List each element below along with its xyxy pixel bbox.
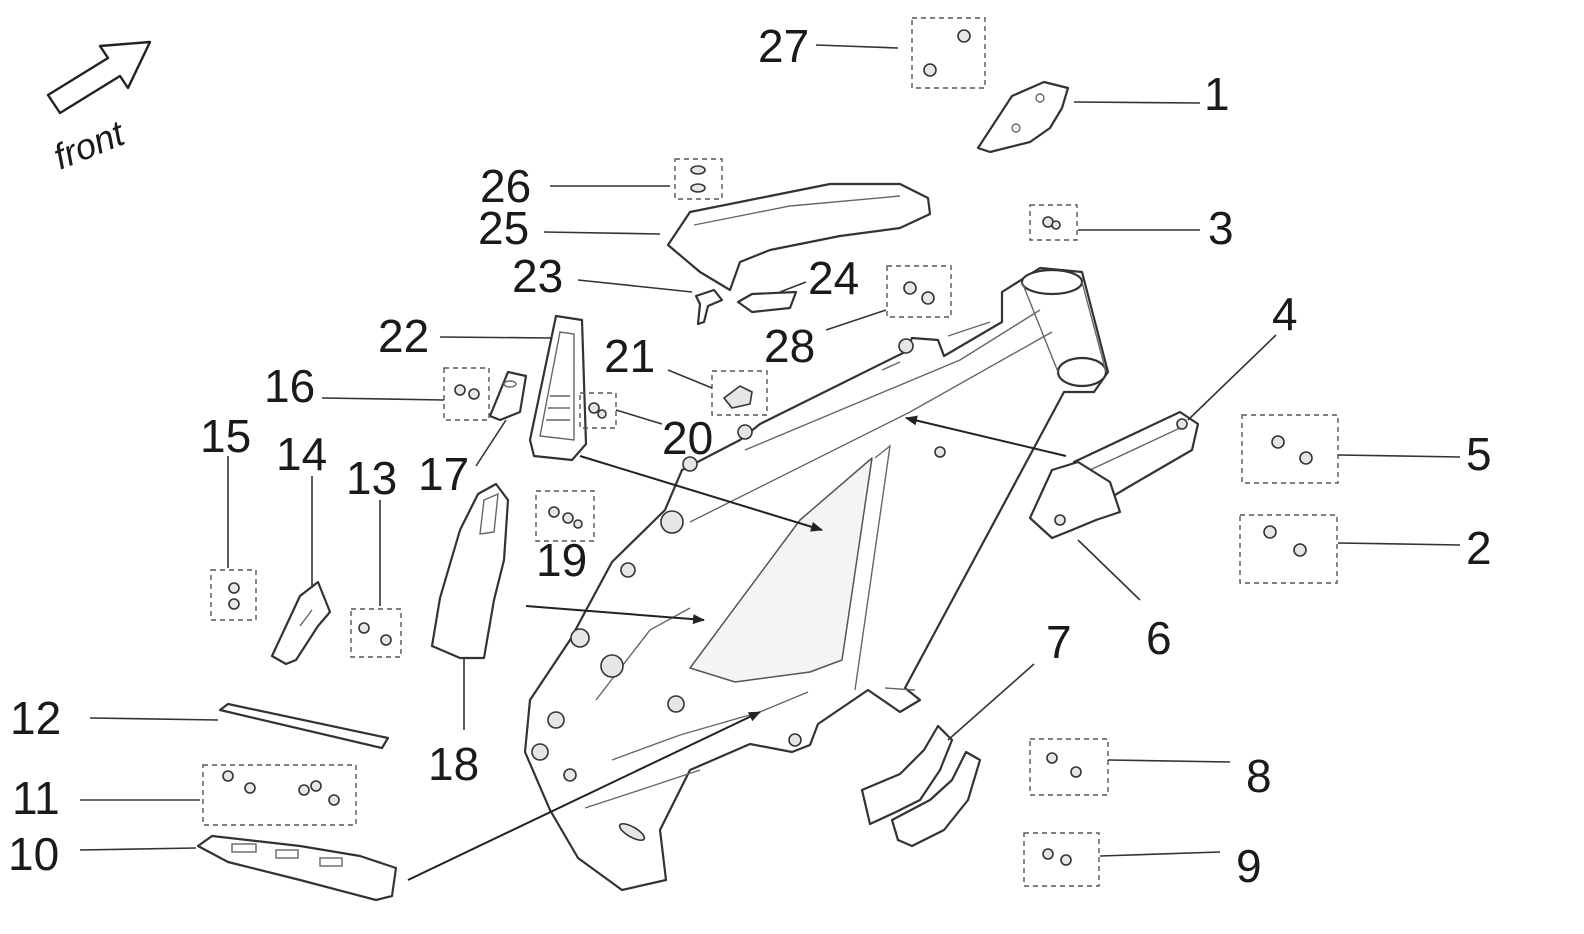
main-frame <box>523 266 1110 892</box>
part-10 <box>196 834 398 902</box>
callout-12: 12 <box>10 692 61 744</box>
hardware-20 <box>579 392 617 429</box>
callout-3: 3 <box>1208 202 1234 254</box>
frame-window <box>689 457 873 683</box>
part-25 <box>666 182 932 292</box>
hardware-2 <box>1239 514 1338 584</box>
hardware-11 <box>202 764 357 826</box>
leader-lines <box>79 44 1461 857</box>
head-tube-top <box>1020 268 1084 296</box>
callout-numbers: 1 2 3 4 5 6 7 8 9 10 11 12 13 14 15 16 1… <box>8 20 1492 892</box>
callout-14: 14 <box>276 428 327 480</box>
hardware-21 <box>711 370 768 416</box>
head-tube-bottom <box>1056 356 1108 388</box>
callout-8: 8 <box>1246 750 1272 802</box>
callout-13: 13 <box>346 452 397 504</box>
callout-23: 23 <box>512 250 563 302</box>
callout-6: 6 <box>1146 612 1172 664</box>
hardware-27 <box>911 17 986 89</box>
part-1 <box>976 80 1070 154</box>
hardware-16 <box>443 367 490 421</box>
front-arrow-icon <box>46 40 152 115</box>
part-22 <box>528 314 588 462</box>
callout-4: 4 <box>1272 288 1298 340</box>
callout-25: 25 <box>478 202 529 254</box>
part-24 <box>736 290 798 314</box>
callout-5: 5 <box>1466 428 1492 480</box>
front-indicator: front <box>46 40 152 178</box>
callout-18: 18 <box>428 738 479 790</box>
callout-24: 24 <box>808 252 859 304</box>
callout-1: 1 <box>1204 68 1230 120</box>
hardware-19 <box>535 490 595 542</box>
callout-15: 15 <box>200 410 251 462</box>
hardware-5 <box>1241 414 1339 484</box>
callout-22: 22 <box>378 310 429 362</box>
callout-28: 28 <box>764 320 815 372</box>
hardware-8 <box>1029 738 1109 796</box>
hardware-3 <box>1029 204 1078 241</box>
callout-10: 10 <box>8 828 59 880</box>
callout-16: 16 <box>264 360 315 412</box>
part-6 <box>1028 460 1122 540</box>
hardware-13 <box>350 608 402 658</box>
part-7 <box>860 724 982 848</box>
hardware-26 <box>674 158 723 200</box>
callout-2: 2 <box>1466 522 1492 574</box>
hardware-9 <box>1023 832 1100 887</box>
part-18 <box>430 482 510 660</box>
callout-27: 27 <box>758 20 809 72</box>
part-12 <box>218 702 390 750</box>
location-arrows <box>407 415 1067 881</box>
part-14 <box>270 580 332 666</box>
hardware-28 <box>886 265 952 318</box>
callout-21: 21 <box>604 330 655 382</box>
callout-19: 19 <box>536 534 587 586</box>
callout-26: 26 <box>480 160 531 212</box>
callout-17: 17 <box>418 448 469 500</box>
callout-9: 9 <box>1236 840 1262 892</box>
part-17 <box>488 370 528 422</box>
callout-11: 11 <box>12 772 60 824</box>
front-label: front <box>48 112 132 178</box>
hardware-15 <box>210 569 257 621</box>
callout-7: 7 <box>1046 616 1072 668</box>
part-23 <box>694 288 724 326</box>
callout-20: 20 <box>662 412 713 464</box>
